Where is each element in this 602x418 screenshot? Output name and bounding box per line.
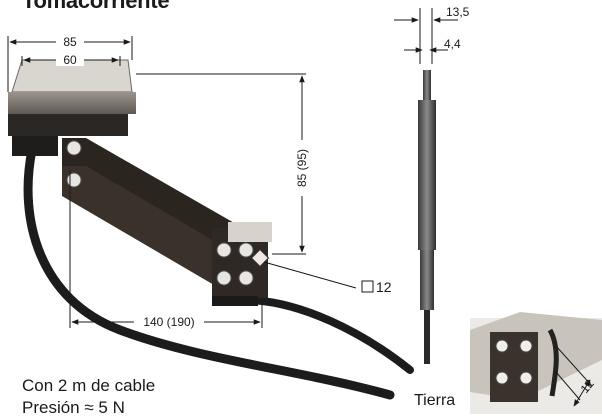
- dimension-label: 140 (190): [143, 315, 194, 329]
- caption-pressure: Presión ≈ 5 N: [22, 398, 125, 417]
- ground-label: Tierra: [414, 392, 455, 409]
- caption-cable: Con 2 m de cable: [22, 376, 156, 395]
- housing-block: [8, 114, 128, 136]
- dimension-square: 12: [263, 261, 392, 295]
- dimension-length: 140 (190): [69, 170, 263, 330]
- dimension-label: 85 (95): [295, 149, 309, 187]
- cable-right: [246, 296, 414, 374]
- page-title: Tomacorriente: [22, 0, 170, 13]
- bolt-icon: [238, 270, 254, 286]
- dimension-label: 60: [63, 53, 77, 67]
- housing-foot: [12, 136, 58, 156]
- dimension-width-inner: 60: [21, 52, 121, 67]
- bolt-icon: [66, 140, 82, 156]
- bolt-icon: [216, 270, 232, 286]
- housing-body: [8, 92, 136, 114]
- arm-lower: [62, 166, 250, 292]
- dimension-label: 13,5: [446, 5, 470, 19]
- bolt-icon: [216, 242, 232, 258]
- contact-plate: [228, 222, 272, 242]
- square-symbol-icon: [361, 280, 374, 293]
- cable-left: [23, 145, 395, 400]
- bolt-icon: [66, 172, 82, 188]
- bolt-icon: [238, 242, 254, 258]
- dimension-height: 85 (95): [136, 73, 310, 255]
- arm-upper: [62, 138, 250, 262]
- dimension-label: 12: [376, 279, 392, 295]
- dimension-label: 4,4: [444, 37, 461, 51]
- ground-detail: 12: [470, 312, 602, 414]
- dimension-width-outer: 85: [7, 34, 133, 92]
- side-view-rod: 13,5 4,4: [394, 5, 470, 364]
- block-base: [212, 296, 258, 306]
- current-collector-drawing: [8, 59, 414, 400]
- dimension-label: 85: [63, 35, 77, 49]
